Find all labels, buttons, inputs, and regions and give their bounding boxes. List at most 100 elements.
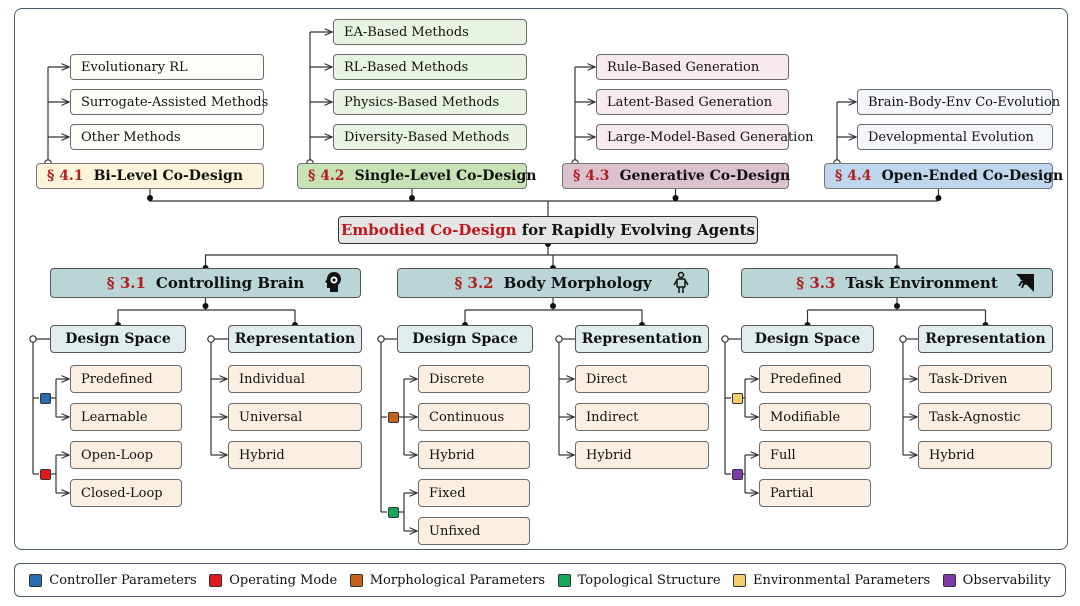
method-latent-based-generation: Latent-Based Generation bbox=[596, 89, 789, 115]
design-hybrid: Hybrid bbox=[418, 441, 530, 469]
subsection-junction-dot bbox=[894, 303, 900, 309]
section-4-3-header: § 4.3 Generative Co-Design bbox=[562, 163, 791, 189]
method-physics-based-methods: Physics-Based Methods bbox=[333, 89, 527, 115]
root-title-rest: for Rapidly Evolving Agents bbox=[516, 221, 755, 239]
legend-label: Topological Structure bbox=[577, 572, 721, 588]
repr-hybrid: Hybrid bbox=[918, 441, 1052, 469]
representation-header: Representation bbox=[228, 325, 362, 353]
root-title-highlight: Embodied Co-Design bbox=[341, 221, 517, 239]
climber-icon bbox=[1016, 274, 1034, 292]
section-4-2-header: § 4.2 Single-Level Co-Design bbox=[297, 163, 537, 189]
repr-hybrid: Hybrid bbox=[575, 441, 709, 469]
design-closed-loop: Closed-Loop bbox=[70, 479, 182, 507]
section-number: § 4.4 bbox=[835, 168, 872, 184]
section-4-1-header: § 4.1 Bi-Level Co-Design bbox=[36, 163, 264, 189]
repr-universal: Universal bbox=[228, 403, 362, 431]
design-space-header: Design Space bbox=[397, 325, 533, 353]
diagram-frame bbox=[14, 8, 1068, 550]
section-title: Open-Ended Co-Design bbox=[881, 168, 1064, 184]
section-number: § 3.3 bbox=[796, 274, 836, 292]
repr-indirect: Indirect bbox=[575, 403, 709, 431]
legend-item-observability: Observability bbox=[942, 572, 1051, 588]
observability-marker bbox=[732, 469, 743, 480]
design-predefined: Predefined bbox=[70, 365, 182, 393]
environmental-parameters-marker bbox=[732, 393, 743, 404]
design-partial: Partial bbox=[759, 479, 871, 507]
legend-swatch bbox=[942, 573, 956, 587]
section-junction-dot bbox=[672, 195, 679, 201]
section-3-2-header: § 3.2 Body Morphology bbox=[397, 268, 709, 298]
legend-item-controller-parameters: Controller Parameters bbox=[29, 572, 197, 588]
design-full: Full bbox=[759, 441, 871, 469]
brain-head-icon bbox=[325, 272, 341, 292]
legend-swatch bbox=[209, 573, 223, 587]
section-junction-dot bbox=[409, 195, 415, 201]
morphological-parameters-marker bbox=[388, 412, 399, 423]
method-surrogate-assisted-methods: Surrogate-Assisted Methods bbox=[70, 89, 268, 115]
method-other-methods: Other Methods bbox=[70, 124, 264, 150]
design-branch-origin bbox=[29, 335, 37, 343]
method-large-model-based-generation: Large-Model-Based Generation bbox=[596, 124, 814, 150]
robot-body-icon bbox=[673, 271, 689, 293]
controller-parameters-marker bbox=[40, 393, 51, 404]
design-learnable: Learnable bbox=[70, 403, 182, 431]
representation-header: Representation bbox=[575, 325, 709, 353]
section-number: § 4.2 bbox=[308, 168, 345, 184]
design-predefined: Predefined bbox=[759, 365, 871, 393]
section-junction-dot bbox=[147, 195, 153, 201]
legend-label: Morphological Parameters bbox=[369, 572, 546, 588]
subsection-junction-dot bbox=[202, 303, 209, 309]
method-rl-based-methods: RL-Based Methods bbox=[333, 54, 527, 80]
representation-branch-origin bbox=[899, 335, 907, 343]
section-title: Body Morphology bbox=[503, 274, 652, 292]
legend-label: Observability bbox=[962, 572, 1051, 588]
legend-swatch bbox=[349, 573, 363, 587]
design-continuous: Continuous bbox=[418, 403, 530, 431]
design-modifiable: Modifiable bbox=[759, 403, 871, 431]
method-ea-based-methods: EA-Based Methods bbox=[333, 19, 527, 45]
legend-item-morphological-parameters: Morphological Parameters bbox=[349, 572, 546, 588]
section-title: Controlling Brain bbox=[155, 274, 305, 292]
section-number: § 4.3 bbox=[573, 168, 610, 184]
repr-hybrid: Hybrid bbox=[228, 441, 362, 469]
repr-direct: Direct bbox=[575, 365, 709, 393]
representation-header: Representation bbox=[918, 325, 1053, 353]
repr-task-driven: Task-Driven bbox=[918, 365, 1052, 393]
section-title: Generative Co-Design bbox=[619, 168, 791, 184]
root-title: Embodied Co-Design for Rapidly Evolving … bbox=[338, 216, 758, 244]
design-space-header: Design Space bbox=[741, 325, 874, 353]
section-number: § 4.1 bbox=[47, 168, 84, 184]
legend-label: Environmental Parameters bbox=[753, 572, 931, 588]
operating-mode-marker bbox=[40, 469, 51, 480]
method-rule-based-generation: Rule-Based Generation bbox=[596, 54, 789, 80]
legend-item-operating-mode: Operating Mode bbox=[209, 573, 337, 588]
design-branch-origin bbox=[721, 335, 729, 343]
legend-swatch bbox=[557, 573, 571, 587]
design-branch-origin bbox=[377, 335, 385, 343]
design-unfixed: Unfixed bbox=[418, 517, 530, 545]
section-title: Bi-Level Co-Design bbox=[93, 168, 244, 184]
section-3-1-header: § 3.1 Controlling Brain bbox=[50, 268, 361, 298]
legend-swatch bbox=[29, 573, 43, 587]
section-title: Task Environment bbox=[845, 274, 998, 292]
repr-task-agnostic: Task-Agnostic bbox=[918, 403, 1052, 431]
method-developmental-evolution: Developmental Evolution bbox=[857, 124, 1053, 150]
design-discrete: Discrete bbox=[418, 365, 530, 393]
legend-item-topological-structure: Topological Structure bbox=[557, 572, 721, 588]
legend-label: Controller Parameters bbox=[49, 572, 197, 588]
section-number: § 3.1 bbox=[106, 274, 146, 292]
representation-branch-origin bbox=[555, 335, 563, 343]
legend-swatch bbox=[733, 573, 747, 587]
method-diversity-based-methods: Diversity-Based Methods bbox=[333, 124, 527, 150]
section-number: § 3.2 bbox=[454, 274, 494, 292]
section-title: Single-Level Co-Design bbox=[354, 168, 537, 184]
design-open-loop: Open-Loop bbox=[70, 441, 182, 469]
topological-structure-marker bbox=[388, 507, 399, 518]
legend: Controller Parameters Operating Mode Morph… bbox=[14, 563, 1066, 597]
design-fixed: Fixed bbox=[418, 479, 530, 507]
section-3-3-header: § 3.3 Task Environment bbox=[741, 268, 1053, 298]
method-brain-body-env-co-evolution: Brain-Body-Env Co-Evolution bbox=[857, 89, 1060, 115]
repr-individual: Individual bbox=[228, 365, 362, 393]
legend-item-environmental-parameters: Environmental Parameters bbox=[733, 573, 930, 588]
section-4-4-header: § 4.4 Open-Ended Co-Design bbox=[824, 163, 1063, 189]
